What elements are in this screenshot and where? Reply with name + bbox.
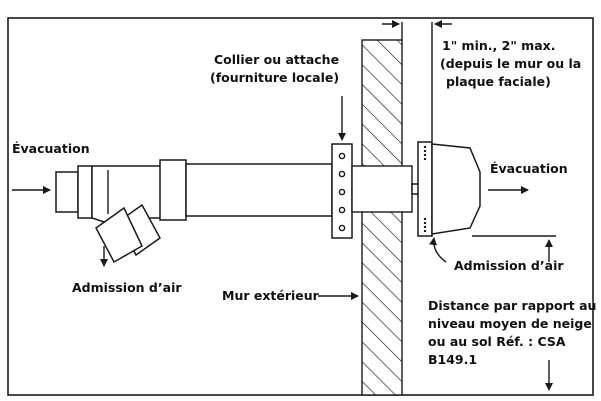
exterior-wall — [361, 39, 403, 396]
inlet-cap — [55, 171, 79, 213]
bracket-hole — [338, 224, 346, 232]
bracket-hole — [338, 188, 346, 196]
air-intake-curved-arrow — [429, 237, 447, 263]
inlet-collar — [77, 165, 93, 219]
bracket-hole — [338, 170, 346, 178]
exterior-wall-label: Mur extérieur — [222, 288, 320, 303]
clearance-label-line1: 1" min., 2" max. — [442, 38, 555, 53]
pipe-through-wall — [351, 165, 413, 213]
distance-label-line1: Distance par rapport au — [428, 298, 596, 313]
termination-plate — [417, 141, 433, 237]
exhaust-label-left: Évacuation — [12, 141, 90, 156]
main-pipe — [185, 163, 333, 217]
collar-label-line2: (fourniture locale) — [210, 70, 339, 85]
distance-label-line4: B149.1 — [428, 352, 477, 367]
distance-label-line2: niveau moyen de neige — [428, 316, 592, 331]
distance-label-line3: ou au sol Réf. : CSA — [428, 334, 566, 349]
frame-border — [7, 17, 594, 396]
air-intake-label-right: Admission d’air — [454, 258, 564, 273]
bracket-hole — [338, 206, 346, 214]
air-intake-cap — [95, 206, 143, 264]
pipe-coupling — [159, 159, 187, 221]
bracket-hole — [338, 152, 346, 160]
termination-cone — [431, 143, 481, 235]
collar-label-line1: Collier ou attache — [214, 52, 339, 67]
clearance-label-line2: (depuis le mur ou la — [440, 56, 581, 71]
clearance-label-line3: plaque faciale) — [446, 74, 551, 89]
air-intake-label-left: Admission d’air — [72, 280, 182, 295]
exhaust-label-right: Évacuation — [490, 161, 568, 176]
